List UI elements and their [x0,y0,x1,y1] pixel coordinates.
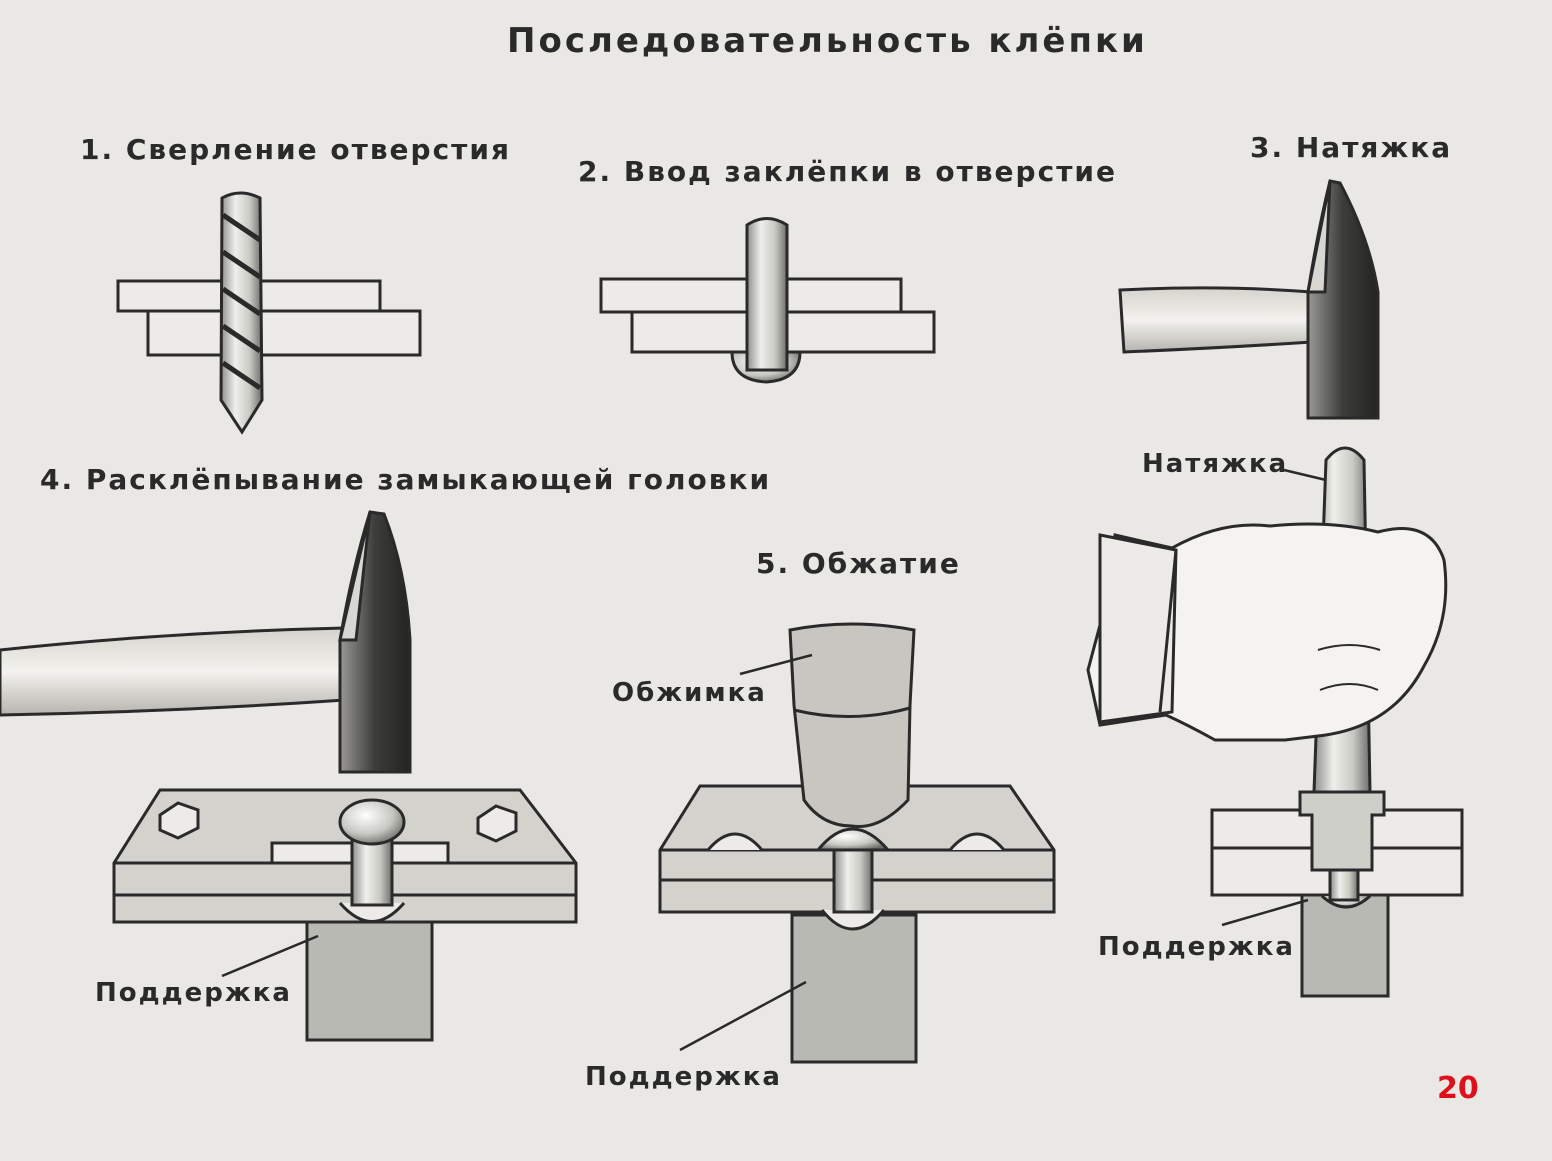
punch-tip [1298,790,1386,872]
hammer-handle [0,626,347,717]
step3-hand-and-punch-drawing [1086,446,1464,998]
hand [1086,522,1448,742]
step3-hammer-icon [1118,179,1380,420]
drill-bit-icon [219,191,264,435]
callout-natyazhka: Натяжка [1142,449,1289,479]
page-title: Последовательность клёпки [507,21,1148,61]
step-5-label: 5. Обжатие [756,547,961,580]
rivet-head [814,827,892,852]
lower-plate [146,309,422,357]
nut-icon [158,801,200,840]
hammer-head [338,510,412,774]
page-number: 20 [1437,1071,1479,1106]
step4-forming-drawing [0,510,578,1042]
callout-podderzhka-step4: Поддержка [95,978,292,1008]
leader-lines [221,468,1327,1052]
sleeve [1098,533,1178,724]
rivet-head [338,798,406,846]
support-bar [790,913,918,1064]
step-1-label: 1. Сверление отверстия [80,133,512,166]
callout-obzhimka: Обжимка [612,678,767,708]
step-3-label: 3. Натяжка [1250,131,1453,164]
rivet-shank [745,217,789,372]
step1-drilling-drawing [116,191,422,435]
callout-podderzhka-step5: Поддержка [585,1062,782,1092]
support-bar [1300,893,1390,998]
nut-icon [476,804,518,843]
crimping-tool [788,622,916,828]
step2-rivet-insert-drawing [599,217,936,384]
callout-podderzhka-step3: Поддержка [1098,932,1295,962]
step-4-label: 4. Расклёпывание замыкающей головки [40,463,772,496]
step-2-label: 2. Ввод заклёпки в отверстие [578,155,1118,188]
step5-crimping-drawing [658,622,1056,1064]
